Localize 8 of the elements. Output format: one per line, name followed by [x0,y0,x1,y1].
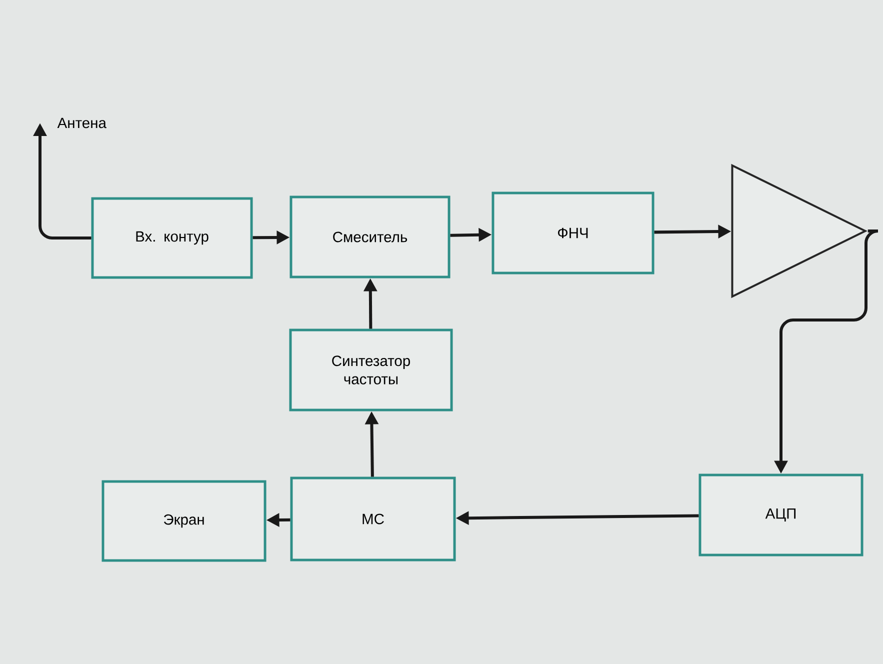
process-box: МС [290,476,456,562]
process-box: Вх. контур [91,197,253,279]
process-box: Синтезатор частоты [289,328,453,412]
process-box: АЦП [698,474,864,556]
antenna-label: Антена [57,118,106,128]
process-box: Смеситель [290,196,450,278]
process-box: Экран [102,480,266,562]
process-box: ФНЧ [492,192,654,274]
